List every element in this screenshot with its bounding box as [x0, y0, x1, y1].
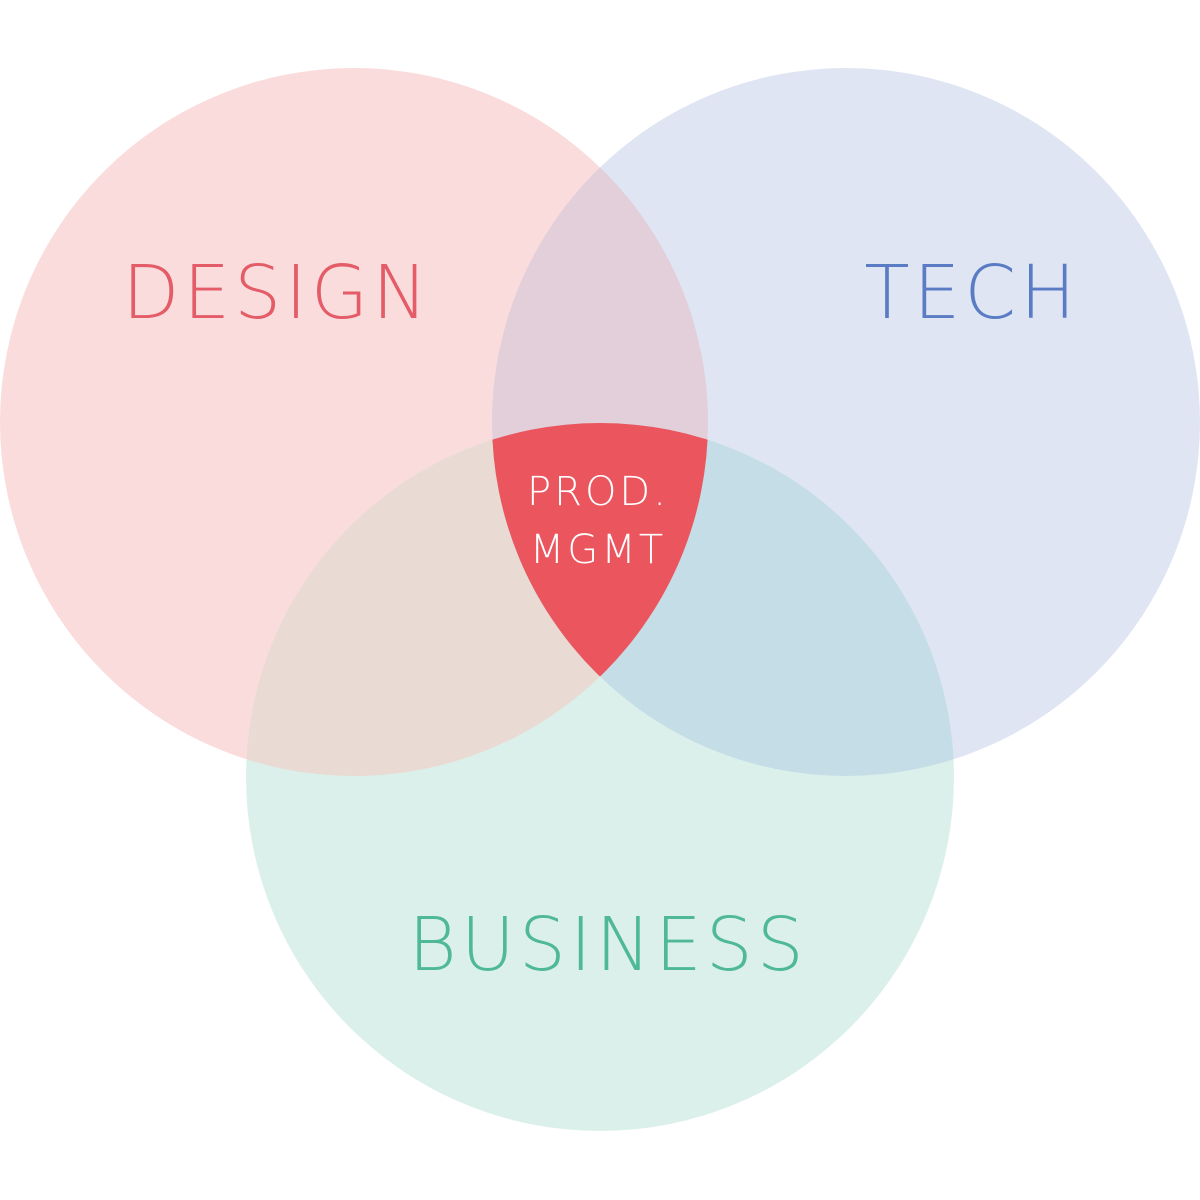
tech-label: TECH — [864, 250, 1079, 336]
product-management-label-line1: PROD. — [527, 469, 669, 515]
design-business-overlap — [246, 423, 708, 776]
business-label: BUSINESS — [408, 902, 807, 988]
tech-business-overlap — [492, 423, 954, 776]
design-label: DESIGN — [122, 250, 431, 336]
product-management-label-line2: MGMT — [530, 527, 666, 573]
